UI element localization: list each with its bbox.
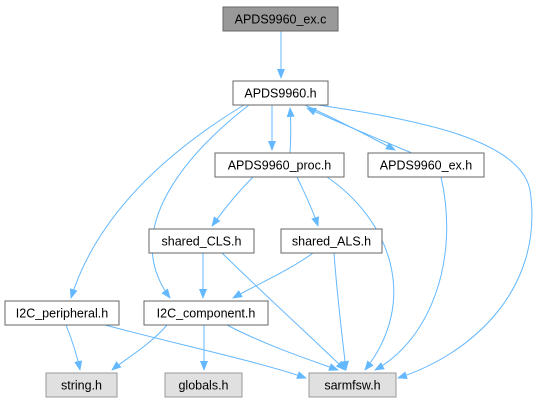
- edge-apds9960-h-to-sarmfsw-h: [317, 104, 533, 380]
- node-label: APDS9960_ex.h: [380, 159, 472, 173]
- node-box: [232, 80, 329, 106]
- node-apds9960-h[interactable]: APDS9960.h: [232, 80, 329, 106]
- node-i2c-peripheral-h[interactable]: I2C_peripheral.h: [4, 300, 120, 326]
- node-apds9960-ex-c: APDS9960_ex.c: [222, 6, 339, 32]
- node-box: [4, 300, 120, 326]
- node-box: [45, 372, 118, 398]
- edge-apds9960-h-to-i2c-peripheral-h: [69, 104, 245, 299]
- node-i2c-component-h[interactable]: I2C_component.h: [143, 300, 269, 326]
- node-label: I2C_peripheral.h: [16, 307, 108, 321]
- node-box: [367, 152, 485, 178]
- edge-i2c-peripheral-h-to-sarmfsw-h: [104, 324, 307, 379]
- node-label: APDS9960.h: [244, 87, 316, 101]
- node-label: APDS9960_ex.c: [235, 13, 327, 27]
- edge-shared-cls-h-to-sarmfsw-h: [221, 252, 346, 371]
- edge-i2c-component-h-to-sarmfsw-h: [226, 324, 339, 371]
- node-label: APDS9960_proc.h: [228, 159, 332, 173]
- node-globals-h: globals.h: [164, 372, 243, 398]
- edge-apds9960-proc-h-to-shared-als-h: [296, 176, 319, 227]
- node-apds9960-ex-h[interactable]: APDS9960_ex.h: [367, 152, 485, 178]
- edge-apds9960-proc-h-to-shared-cls-h: [211, 176, 254, 227]
- node-label: string.h: [61, 379, 102, 393]
- node-label: shared_ALS.h: [292, 235, 371, 249]
- node-label: shared_CLS.h: [162, 235, 242, 249]
- edge-apds9960-ex-h-to-apds9960-h: [306, 107, 413, 154]
- node-box: [148, 228, 255, 254]
- node-box: [143, 300, 269, 326]
- node-box: [308, 372, 397, 398]
- node-box: [280, 228, 383, 254]
- edges-layer: [65, 31, 533, 380]
- edge-i2c-peripheral-h-to-string-h: [65, 324, 83, 371]
- node-shared-als-h[interactable]: shared_ALS.h: [280, 228, 383, 254]
- edge-apds9960-h-to-i2c-component-h: [151, 104, 250, 299]
- edge-shared-als-h-to-i2c-component-h: [232, 252, 314, 299]
- edge-apds9960-proc-h-to-sarmfsw-h: [326, 176, 395, 371]
- node-label: I2C_component.h: [157, 307, 256, 321]
- node-label: sarmfsw.h: [324, 379, 380, 393]
- edge-apds9960-proc-h-to-apds9960-h: [286, 107, 295, 154]
- node-apds9960-proc-h[interactable]: APDS9960_proc.h: [214, 152, 345, 178]
- node-shared-cls-h[interactable]: shared_CLS.h: [148, 228, 255, 254]
- edge-i2c-component-h-to-string-h: [111, 324, 168, 371]
- node-sarmfsw-h: sarmfsw.h: [308, 372, 397, 398]
- node-label: globals.h: [178, 379, 228, 393]
- edge-apds9960-ex-h-to-sarmfsw-h: [374, 176, 448, 371]
- node-box: [164, 372, 243, 398]
- edge-shared-als-h-to-sarmfsw-h: [333, 252, 349, 371]
- node-box: [214, 152, 345, 178]
- node-box: [222, 6, 339, 32]
- node-string-h: string.h: [45, 372, 118, 398]
